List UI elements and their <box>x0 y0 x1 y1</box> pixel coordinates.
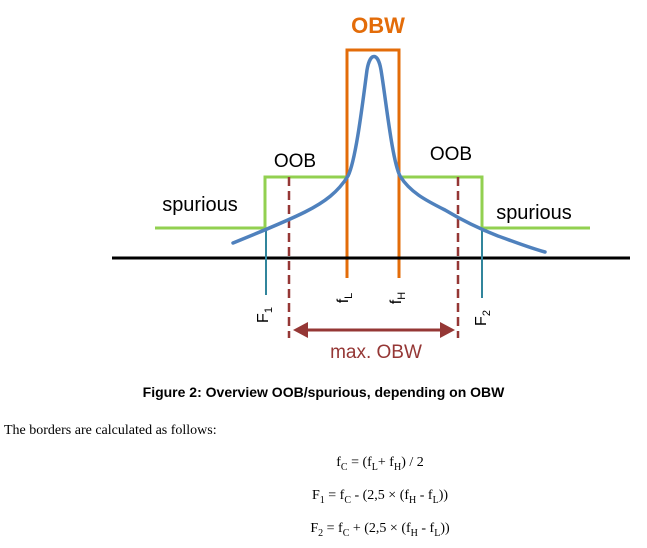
oob-spurious-diagram: OBW OOB OOB spurious spurious F1 fL fH F… <box>112 13 630 363</box>
f2-label: F2 <box>473 310 493 326</box>
spurious-left-label: spurious <box>162 194 238 216</box>
oob-spurious-mask <box>155 175 348 230</box>
f1-label: F1 <box>255 307 275 323</box>
max-obw-arrowhead-right <box>440 322 455 338</box>
figure-caption: Figure 2: Overview OOB/spurious, dependi… <box>142 384 505 400</box>
max-obw-label: max. OBW <box>330 342 422 363</box>
signal-spectrum-curve <box>231 54 547 254</box>
obw-label: OBW <box>351 13 405 38</box>
intro-text: The borders are calculated as follows: <box>4 423 217 438</box>
spurious-right-label: spurious <box>496 202 572 224</box>
oob-spurious-mask-right <box>398 175 590 230</box>
oob-right-label: OOB <box>430 144 472 165</box>
max-obw-arrowhead-left <box>293 322 308 338</box>
formula-fc: fC = (fL+ fH) / 2 <box>336 455 424 473</box>
obw-mask <box>345 48 401 278</box>
formula-f2: F2 = fC + (2,5 × (fH - fL)) <box>310 521 450 539</box>
fh-label: fH <box>388 292 408 304</box>
fl-label: fL <box>335 293 355 304</box>
formula-f1: F1 = fC - (2,5 × (fH - fL)) <box>311 488 449 506</box>
oob-left-label: OOB <box>274 151 316 172</box>
